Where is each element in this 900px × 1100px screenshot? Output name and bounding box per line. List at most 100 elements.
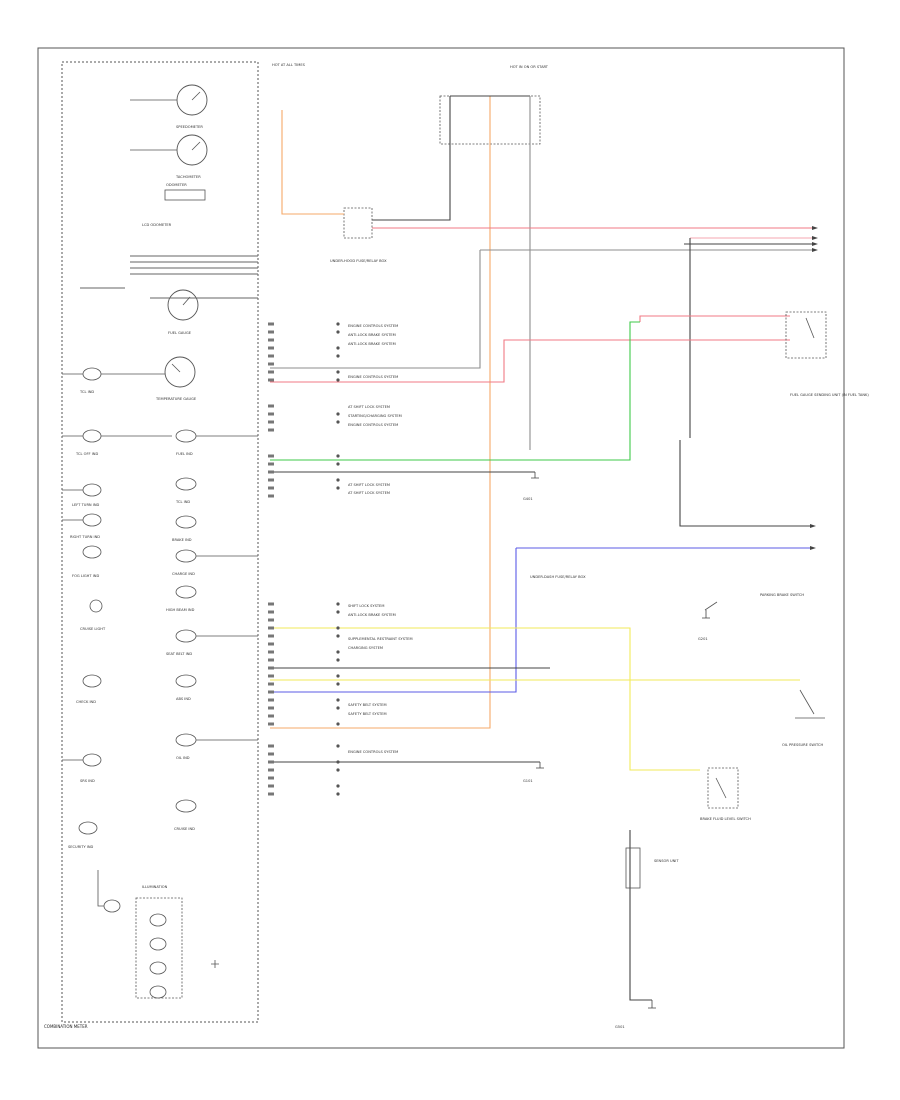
indicator-check: CHECK IND <box>76 674 102 704</box>
svg-text:ENGINE CONTROLS SYSTEM: ENGINE CONTROLS SYSTEM <box>348 324 398 328</box>
wire-dot <box>336 354 340 358</box>
svg-text:STARTING/CHARGING SYSTEM: STARTING/CHARGING SYSTEM <box>348 414 402 418</box>
connector-pin <box>268 362 274 366</box>
svg-text:LEFT TURN IND: LEFT TURN IND <box>72 503 100 507</box>
combination-meter-box <box>61 61 259 1023</box>
connector-pin <box>268 776 274 780</box>
svg-text:TCL OFF IND: TCL OFF IND <box>75 452 98 456</box>
cluster-bus-lines <box>80 255 258 299</box>
connector-pin <box>268 338 274 342</box>
wire-dot <box>336 792 340 796</box>
wire-dot <box>336 322 340 326</box>
svg-text:G201: G201 <box>698 637 708 641</box>
svg-text:CRUISE LIGHT: CRUISE LIGHT <box>80 627 106 631</box>
connector-pin <box>268 674 274 678</box>
svg-text:G401: G401 <box>523 497 533 501</box>
wire-dot <box>336 626 340 630</box>
connector-pin <box>268 768 274 772</box>
svg-text:FOG LIGHT IND: FOG LIGHT IND <box>72 574 99 578</box>
speedometer-label: SPEEDOMETER <box>176 125 203 129</box>
indicator-brake: BRAKE IND <box>172 515 197 542</box>
svg-text:SENSOR UNIT: SENSOR UNIT <box>654 859 679 863</box>
connector-pin <box>268 682 274 686</box>
connector-pin <box>268 404 274 408</box>
svg-text:OIL IND: OIL IND <box>176 756 190 760</box>
wire-dot <box>336 462 340 466</box>
connector-pin <box>268 706 274 710</box>
wire-dot <box>336 412 340 416</box>
wire-dot <box>336 674 340 678</box>
connector-pin <box>268 346 274 350</box>
svg-text:HIGH BEAM IND: HIGH BEAM IND <box>166 608 195 612</box>
indicator-srs: SRS IND <box>62 753 102 783</box>
wire-dot <box>336 706 340 710</box>
connector-pin <box>268 610 274 614</box>
indicator-security: SECURITY IND <box>68 821 98 849</box>
svg-text:FUEL GAUGE SENDING UNIT (IN FU: FUEL GAUGE SENDING UNIT (IN FUEL TANK) <box>790 393 869 397</box>
wiring <box>270 95 812 1001</box>
wire-dot <box>336 698 340 702</box>
wire-orange-vertical <box>270 96 491 729</box>
label-underdash-box: UNDER-DASH FUSE/RELAY BOX <box>530 575 586 579</box>
svg-text:G501: G501 <box>615 1025 625 1029</box>
wire-dot <box>336 650 340 654</box>
connector-pin <box>268 722 274 726</box>
wire-dot <box>336 760 340 764</box>
svg-text:SEAT BELT IND: SEAT BELT IND <box>166 652 192 656</box>
right-indicators: FUEL IND TCL IND BRAKE IND CHARGE IND HI… <box>166 429 258 831</box>
indicator-charge: CHARGE IND <box>172 549 258 576</box>
wire-dark-right-a <box>679 440 810 527</box>
connector-pin <box>268 658 274 662</box>
svg-text:PARKING BRAKE SWITCH: PARKING BRAKE SWITCH <box>760 593 804 597</box>
connector-pin <box>268 744 274 748</box>
indicator-cruise-light: CRUISE LIGHT <box>80 599 106 631</box>
svg-text:OIL PRESSURE SWITCH: OIL PRESSURE SWITCH <box>782 743 823 747</box>
ground-g201: G201 <box>698 610 710 641</box>
svg-text:ENGINE CONTROLS SYSTEM: ENGINE CONTROLS SYSTEM <box>348 750 398 754</box>
connector-pin <box>268 420 274 424</box>
connector-pin <box>268 478 274 482</box>
indicator-tcl: TCL IND <box>62 367 165 394</box>
svg-text:CRUISE IND: CRUISE IND <box>174 827 195 831</box>
svg-text:SUPPLEMENTAL RESTRAINT SYSTEM: SUPPLEMENTAL RESTRAINT SYSTEM <box>348 637 413 641</box>
brake-fluid-level-switch: BRAKE FLUID LEVEL SWITCH <box>700 767 751 821</box>
ground-g501: G501 <box>615 1000 656 1029</box>
odometer-label: ODOMETER <box>166 183 187 187</box>
wire-dot <box>336 346 340 350</box>
wire-dot <box>336 784 340 788</box>
connector-pin <box>268 690 274 694</box>
connector-pin <box>268 634 274 638</box>
connector-pin <box>268 354 274 358</box>
label-hot-at-all-times: HOT AT ALL TIMES <box>272 63 306 67</box>
svg-text:CHARGING SYSTEM: CHARGING SYSTEM <box>348 646 383 650</box>
indicator-left-turn: LEFT TURN IND <box>62 483 102 507</box>
wire-dot <box>336 610 340 614</box>
wire-dot <box>336 478 340 482</box>
svg-text:BRAKE FLUID LEVEL SWITCH: BRAKE FLUID LEVEL SWITCH <box>700 817 751 821</box>
oil-pressure-switch: OIL PRESSURE SWITCH <box>782 689 825 747</box>
svg-text:CHECK IND: CHECK IND <box>76 700 96 704</box>
label-hot-in-on: HOT IN ON OR START <box>510 65 549 69</box>
wire-blue-down <box>270 548 517 693</box>
wire-dot <box>336 658 340 662</box>
wire-dot <box>336 454 340 458</box>
temperature-gauge-label: TEMPERATURE GAUGE <box>155 397 197 401</box>
connector-pin <box>268 494 274 498</box>
speedometer-gauge: SPEEDOMETER <box>130 84 208 129</box>
wire-dot <box>336 330 340 334</box>
connector-pin <box>268 792 274 796</box>
svg-text:AT SHIFT LOCK SYSTEM: AT SHIFT LOCK SYSTEM <box>348 491 390 495</box>
svg-text:TCL IND: TCL IND <box>79 390 94 394</box>
diagram-frame <box>37 47 845 1049</box>
svg-text:FUEL IND: FUEL IND <box>176 452 193 456</box>
indicator-high-beam: HIGH BEAM IND <box>166 585 197 612</box>
connector-pin <box>268 470 274 474</box>
wire-dot <box>336 420 340 424</box>
temperature-gauge: TEMPERATURE GAUGE <box>155 356 197 401</box>
tachometer-label: TACHOMETER <box>175 175 201 179</box>
connector-pin <box>268 322 274 326</box>
cluster-label: COMBINATION METER <box>44 1024 88 1029</box>
connector-pin <box>268 650 274 654</box>
indicator-right-turn: RIGHT TURN IND <box>62 513 102 539</box>
svg-text:RIGHT TURN IND: RIGHT TURN IND <box>70 535 100 539</box>
